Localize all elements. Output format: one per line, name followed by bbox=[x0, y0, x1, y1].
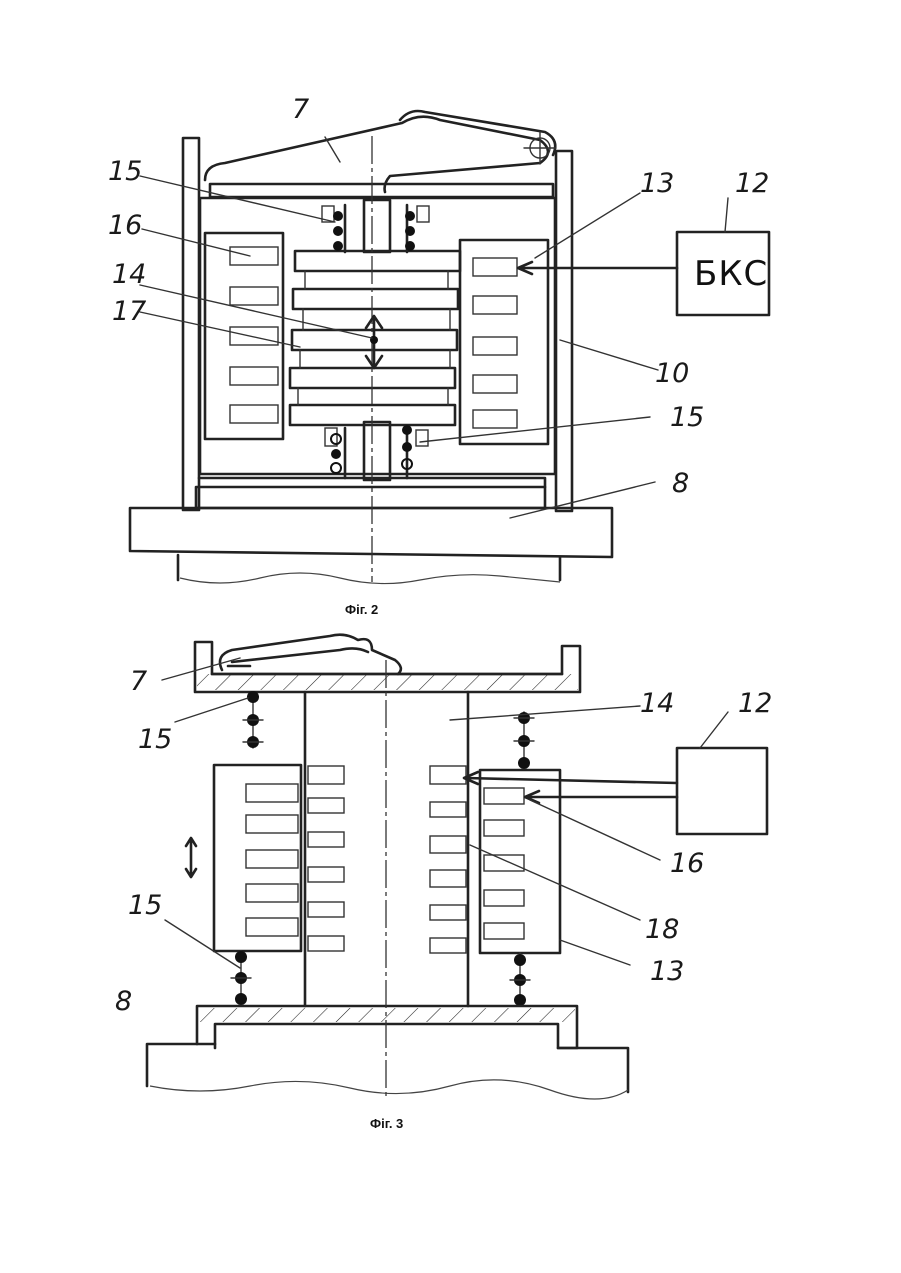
base-8 bbox=[130, 508, 612, 557]
lever-7 bbox=[205, 117, 548, 192]
label-7-fig3: 7 bbox=[130, 666, 147, 697]
bearings-15-fig3-top bbox=[243, 691, 534, 769]
label-15-fig3-top: 15 bbox=[138, 724, 172, 755]
base-8-fig3 bbox=[147, 1044, 628, 1092]
bks-arrow bbox=[518, 262, 677, 274]
column-left-windings bbox=[308, 766, 344, 951]
shaft-bottom bbox=[364, 422, 390, 480]
figure-2: БКС 7 15 16 14 17 13 12 10 15 8 Фіг. 2 bbox=[108, 94, 769, 617]
caption-fig3: Фіг. 3 bbox=[370, 1116, 403, 1131]
block-12 bbox=[677, 748, 767, 834]
label-18-fig3: 18 bbox=[645, 914, 679, 945]
left-coil-windings bbox=[230, 247, 278, 423]
bottom-carrier-hatch bbox=[199, 1008, 575, 1022]
bks-label: БКС bbox=[694, 254, 768, 294]
bottom-plate bbox=[196, 487, 545, 508]
bearings-15-bottom bbox=[325, 425, 428, 473]
bearings-15-top bbox=[322, 206, 429, 251]
label-12-fig3: 12 bbox=[738, 688, 772, 719]
label-16: 16 bbox=[108, 210, 142, 241]
base-wavy-break bbox=[180, 573, 560, 584]
label-15-top: 15 bbox=[108, 156, 142, 187]
label-15-bottom: 15 bbox=[670, 402, 704, 433]
column-right-windings bbox=[430, 766, 466, 953]
label-10: 10 bbox=[655, 358, 689, 389]
label-17: 17 bbox=[112, 296, 146, 327]
shaft-top bbox=[364, 200, 390, 252]
label-14: 14 bbox=[112, 259, 146, 290]
caption-fig2: Фіг. 2 bbox=[345, 602, 378, 617]
top-carrier-hatch bbox=[197, 674, 578, 690]
label-16-fig3: 16 bbox=[670, 848, 704, 879]
label-15-fig3-bottom: 15 bbox=[128, 890, 162, 921]
figure-3: 7 15 14 12 16 18 13 15 8 Фіг. 3 bbox=[115, 635, 772, 1131]
left-coil-block-fig3 bbox=[214, 765, 301, 951]
label-8: 8 bbox=[672, 468, 689, 499]
housing-right-wall bbox=[556, 151, 572, 511]
label-8-fig3: 8 bbox=[115, 986, 132, 1017]
label-14-fig3: 14 bbox=[640, 688, 674, 719]
motion-arrow-fig3 bbox=[186, 838, 196, 877]
label-13: 13 bbox=[640, 168, 674, 199]
label-7: 7 bbox=[292, 94, 309, 125]
top-plate bbox=[210, 184, 553, 197]
label-13-fig3: 13 bbox=[650, 956, 684, 987]
label-12: 12 bbox=[735, 168, 769, 199]
right-coil-windings bbox=[473, 258, 517, 428]
bearings-15-fig3-bottom bbox=[231, 951, 530, 1006]
lever-7-fig3-handle bbox=[228, 648, 368, 666]
base-wavy-fig3 bbox=[150, 1080, 628, 1099]
left-coil-windings-fig3 bbox=[246, 784, 298, 936]
right-coil-windings-fig3 bbox=[484, 788, 524, 939]
left-coil-block bbox=[205, 233, 283, 439]
